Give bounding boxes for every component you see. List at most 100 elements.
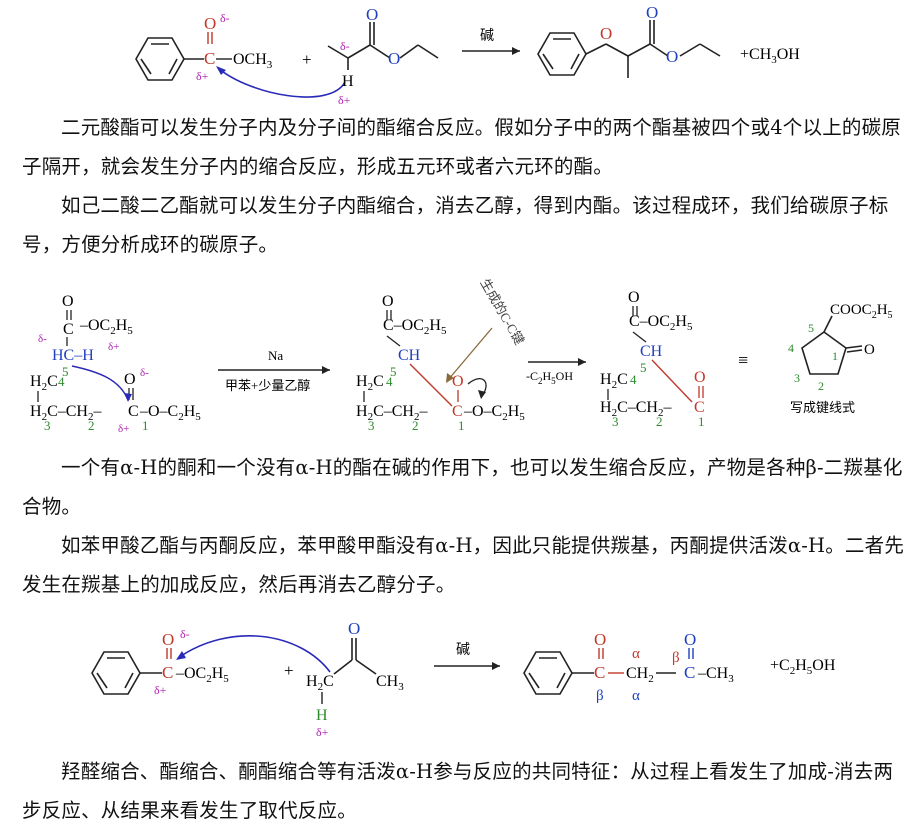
reactant-top-oxygen: O [62,293,74,310]
product-number-2: 2 [656,414,663,429]
intermediate-top-ester: C–OC2H5 [383,317,447,337]
product-beta-left-label: β [596,688,604,704]
carbonyl-carbon: C [204,49,215,68]
acetone-alpha-carbon: H2C [306,673,334,693]
intermediate-c5: CH [398,347,421,364]
product-c-beta-left: C [594,663,605,682]
intermediate-number-2: 2 [412,418,419,433]
ring-number-1: 1 [832,349,838,363]
ethyl-propanoate [327,22,439,70]
plus-sign: + [302,50,312,69]
product-number-4: 4 [630,372,637,387]
delta-plus-c1: δ+ [118,423,129,435]
benzoate-benzene-ring [91,651,141,695]
byproduct-ethanol: +C2H5OH [770,657,836,677]
reactant-c1-carbon: C [128,403,139,420]
product-skeleton [585,20,721,78]
benzoate-carbonyl-carbon: C [162,663,173,682]
intermediate-c4: H2C [356,373,384,393]
acetone-alpha-hydrogen: H [316,707,328,724]
product-oxygen-right: O [684,630,696,649]
equivalence-sign: ≡ [738,350,748,370]
skeletal-caption: 写成键线式 [790,400,855,415]
intermediate-number-5: 5 [390,364,397,379]
enolate-attack-arrow [177,635,331,673]
ring-ester-substituent: COOC2H5 [830,302,893,321]
product-c1-oxygen: O [694,369,706,386]
product-benzene-ring [537,32,587,76]
ring-number-5: 5 [808,321,814,335]
product-c5: CH [640,343,663,360]
intermediate-c1: C [452,403,463,420]
product-ketone-oxygen: O [600,24,612,43]
product-number-5: 5 [640,360,647,375]
reactant-c4: H2C [30,373,58,393]
product-number-3: 3 [612,414,619,429]
nucleophilic-attack-arrow [217,67,346,98]
ring-number-2: 2 [818,379,824,393]
paragraph-common-features: 羟醛缩合、酯缩合、酮酯缩合等有活泼α-H参与反应的共同特征：从过程上看发生了加成… [22,760,894,822]
methoxy-group: OCH3 [233,51,273,71]
carbonyl-oxygen: O [204,14,216,33]
intermediate-top-oxygen: O [382,293,394,310]
carbon-number-5: 5 [62,364,69,379]
delta-plus-label: δ+ [196,69,209,83]
product-methylene: CH2 [626,665,654,685]
alpha-carbon-c5: HC–H [52,347,94,364]
acetone-delta-plus: δ+ [316,725,329,739]
reactant-c1-oxygen: O [124,371,136,388]
product-c-right: C [684,663,695,682]
delta-minus-label: δ- [220,11,230,25]
delta-plus-h: δ+ [108,341,119,353]
arrow1-reagent: Na [268,348,283,363]
ring-number-4: 4 [788,341,794,355]
acetone-oxygen: O [348,619,360,638]
product-alpha-bottom-label: α [632,688,640,704]
paragraph-adipate-example: 如己二酸二乙酯就可以发生分子内酯缩合，消去乙醇，得到内酯。该过程成环，我们给碳原… [22,194,889,256]
delta-minus-c5: δ- [38,333,47,345]
intermediate-oxide: O [452,373,464,390]
claisen-scheme-1: C O δ- δ+ OCH3 + O O δ- H δ+ 碱 O O O [135,3,800,107]
paragraph-diester-condensation: 二元酸酯可以发生分子内及分子间的酯缩合反应。假如分子中的两个酯基被四个或4个以上… [22,116,902,178]
product-bottom: H2C–CH2– [600,399,672,419]
reactant-top-carbon: C [63,321,74,338]
intermediate-number-3: 3 [368,418,375,433]
product-ester-oxygen: O [646,3,658,22]
product-ether-oxygen: O [666,47,678,66]
delta-plus-hydrogen: δ+ [338,93,351,107]
attack-arrow [71,365,129,401]
intermediate-number-4: 4 [386,374,393,389]
product-benzene-ring [523,651,573,695]
product-c4: H2C [600,371,628,391]
byproduct-methanol: +CH3OH [740,46,800,66]
acetone-methyl: CH3 [376,673,404,693]
product-top-ester: C–OC2H5 [629,313,693,333]
arrow-condition-base: 碱 [456,642,470,658]
cyclopentanone-ring [801,315,863,375]
product-number-1: 1 [698,414,705,429]
benzoate-delta-plus: δ+ [154,683,167,697]
arrow-condition-base: 碱 [480,28,494,44]
ester-ether-oxygen: O [388,49,400,68]
arrow1-condition: 甲苯+少量乙醇 [225,378,310,393]
ring-number-3: 3 [794,371,800,385]
benzoate-delta-minus: δ- [180,627,190,641]
product-top-oxygen: O [628,289,640,306]
plus-sign: + [284,661,294,680]
delta-minus-alpha: δ- [340,39,350,53]
dieckmann-scheme: O C –OC2H5 δ- HC–H δ+ 5 H2C 4 H2C–CH2– C… [30,276,893,435]
delta-minus-o: δ- [140,367,149,379]
intermediate-number-1: 1 [458,418,465,433]
carbon-number-4: 4 [58,374,65,389]
reactant-bottom-chain: H2C–CH2– [30,403,102,423]
carbon-number-1: 1 [142,418,149,433]
paragraph-ketone-ester-condensation: 一个有α-H的酮和一个没有α-H的酯在碱的作用下，也可以发生缩合反应，产物是各种… [22,456,903,518]
ring-ketone-oxygen: O [864,342,875,358]
intermediate-c1-ester: –O–C2H5 [463,403,525,423]
benzoate-ethoxy: –OC2H5 [175,665,229,685]
product-alpha-top-label: α [632,646,640,662]
carbon-number-2: 2 [88,418,95,433]
carbon-number-3: 3 [44,418,51,433]
product-methyl: –CH3 [697,665,734,685]
reactant-c1-ester: –O–C2H5 [139,403,201,423]
